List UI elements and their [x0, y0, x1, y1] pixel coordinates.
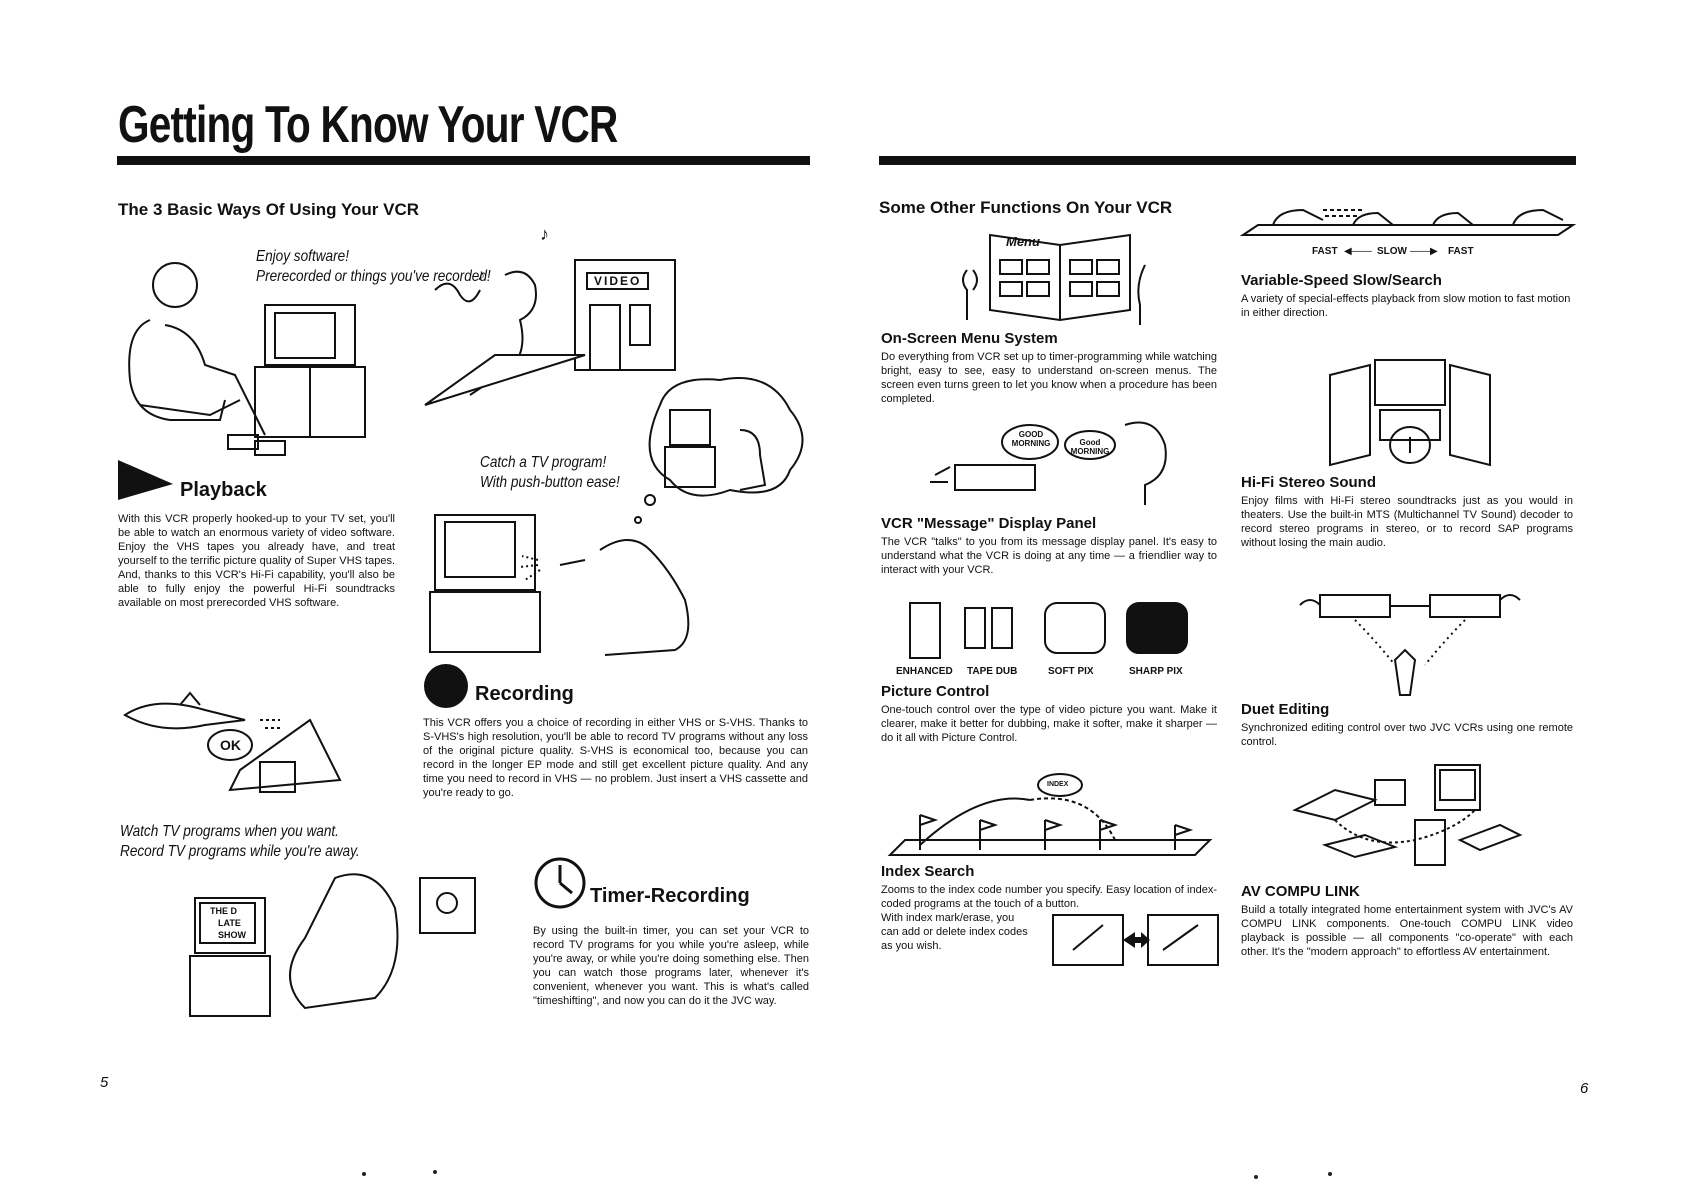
left-title-rule — [117, 156, 810, 165]
index-heading: Index Search — [881, 863, 975, 880]
enjoy-caption-line1: Enjoy software! — [256, 248, 349, 265]
binder-dot — [1328, 1172, 1332, 1176]
menu-card-illustration — [955, 230, 1145, 320]
watch-caption-line2: Record TV programs while you're away. — [120, 843, 360, 860]
index-flags-illustration — [890, 770, 1210, 860]
avcompu-body: Build a totally integrated home entertai… — [1241, 904, 1573, 958]
index-body-1: Zooms to the index code number you speci… — [881, 884, 1217, 910]
right-section-heading: Some Other Functions On Your VCR — [879, 198, 1173, 217]
duet-vcrs-illustration — [1300, 580, 1520, 700]
message-panel-illustration — [925, 420, 1175, 510]
thought-bubble-illustration — [630, 375, 810, 525]
left-section-heading: The 3 Basic Ways Of Using Your VCR — [118, 200, 420, 219]
hifi-body: Enjoy films with Hi-Fi stereo soundtrack… — [1241, 495, 1573, 549]
picture-mode-enhanced: ENHANCED — [896, 666, 953, 677]
speed-label-fast-right: FAST — [1448, 246, 1474, 257]
remote-viewer-illustration — [430, 510, 710, 660]
onscreen-heading: On-Screen Menu System — [881, 330, 1058, 347]
svg-text:♪: ♪ — [477, 267, 485, 284]
ok-bubble: OK — [220, 737, 241, 753]
tv-screen-text-3: SHOW — [218, 930, 246, 940]
message-bubble-1: GOOD MORNING — [1011, 430, 1051, 448]
hifi-theater-illustration — [1325, 345, 1495, 465]
binder-dot — [1254, 1175, 1258, 1179]
duet-heading: Duet Editing — [1241, 701, 1330, 718]
index-mark-erase-illustration — [1053, 910, 1223, 970]
record-dot-icon — [424, 664, 468, 708]
avcompu-heading: AV COMPU LINK — [1241, 883, 1360, 900]
page-number-left: 5 — [100, 1074, 109, 1091]
av-compulink-illustration — [1285, 760, 1525, 875]
binder-dot — [433, 1170, 437, 1174]
varspeed-body: A variety of special-effects playback fr… — [1241, 293, 1571, 319]
catch-caption-line2: With push-button ease! — [480, 474, 620, 491]
timer-body: By using the built-in timer, you can set… — [533, 925, 809, 1007]
message-body: The VCR "talks" to you from its message … — [881, 536, 1217, 576]
picture-mode-soft-pix: SOFT PIX — [1048, 666, 1094, 677]
recording-body: This VCR offers you a choice of recordin… — [423, 717, 808, 799]
index-body-2: With index mark/erase, you can add or de… — [881, 912, 1028, 952]
picture-mode-tape-dub: TAPE DUB — [967, 666, 1018, 677]
binder-dot — [362, 1172, 366, 1176]
playback-heading: Playback — [180, 479, 267, 501]
enjoy-caption-line2: Prerecorded or things you've recorded! — [256, 268, 491, 285]
speed-arrow-left: ◀—— — [1344, 246, 1372, 257]
dancing-man-illustration: ♪ ♪ — [425, 224, 695, 415]
watch-caption-line1: Watch TV programs when you want. — [120, 823, 339, 840]
page-title: Getting To Know Your VCR — [118, 96, 618, 154]
index-bubble: INDEX — [1047, 781, 1069, 788]
playback-illustration — [120, 255, 420, 475]
catch-caption-line1: Catch a TV program! — [480, 454, 607, 471]
clock-icon — [532, 855, 588, 911]
playback-body: With this VCR properly hooked-up to your… — [118, 513, 395, 609]
airplane-house-illustration — [120, 690, 350, 810]
tv-screen-text-2: LATE — [218, 918, 241, 928]
picture-heading: Picture Control — [881, 683, 990, 700]
tv-screen-text-1: THE D — [210, 906, 237, 916]
svg-text:♪: ♪ — [540, 224, 549, 244]
varspeed-heading: Variable-Speed Slow/Search — [1241, 272, 1442, 289]
duet-body: Synchronized editing control over two JV… — [1241, 722, 1573, 748]
hifi-heading: Hi-Fi Stereo Sound — [1241, 474, 1376, 491]
message-bubble-2: Good MORNING — [1070, 438, 1110, 456]
play-triangle-icon — [118, 460, 173, 500]
onscreen-body: Do everything from VCR set up to timer-p… — [881, 351, 1217, 405]
menu-card-word: Menu — [1006, 234, 1040, 249]
tv-woman-window-illustration — [185, 868, 475, 1028]
recording-heading: Recording — [475, 683, 574, 705]
picture-modes-illustration — [905, 598, 1195, 666]
speed-arrow-right: ——▶ — [1410, 246, 1438, 257]
picture-body: One-touch control over the type of video… — [881, 704, 1217, 744]
right-title-rule — [879, 156, 1576, 165]
message-heading: VCR "Message" Display Panel — [881, 515, 1097, 532]
timer-heading: Timer-Recording — [590, 885, 750, 907]
page-number-right: 6 — [1580, 1080, 1589, 1097]
picture-mode-sharp-pix: SHARP PIX — [1129, 666, 1183, 677]
speed-label-fast-left: FAST — [1312, 246, 1338, 257]
speed-label-slow: SLOW — [1377, 246, 1407, 257]
video-sign: VIDEO — [586, 272, 650, 290]
cars-speed-illustration — [1243, 200, 1573, 240]
